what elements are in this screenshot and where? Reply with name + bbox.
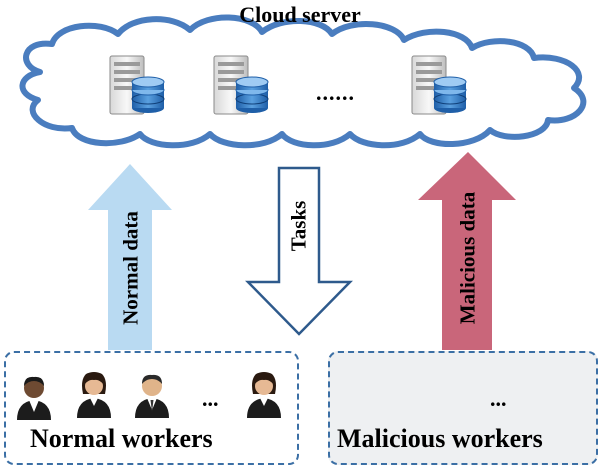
cloud-shape (19, 14, 587, 149)
malicious-data-arrow (418, 152, 516, 350)
normal-data-label: Normal data (118, 211, 143, 325)
malicious-workers-ellipsis: ... (490, 386, 507, 411)
server-ellipsis: ...... (316, 80, 355, 105)
cloud-server-title: Cloud server (239, 2, 361, 27)
normal-data-arrow (88, 164, 172, 350)
normal-workers-ellipsis: ... (202, 386, 219, 411)
malicious-data-label: Malicious data (455, 191, 480, 325)
normal-workers-label: Normal workers (30, 424, 213, 453)
malicious-workers-label: Malicious workers (337, 424, 543, 453)
tasks-arrow (245, 166, 353, 336)
tasks-label: Tasks (286, 200, 311, 252)
malicious-workers-group (328, 351, 598, 465)
